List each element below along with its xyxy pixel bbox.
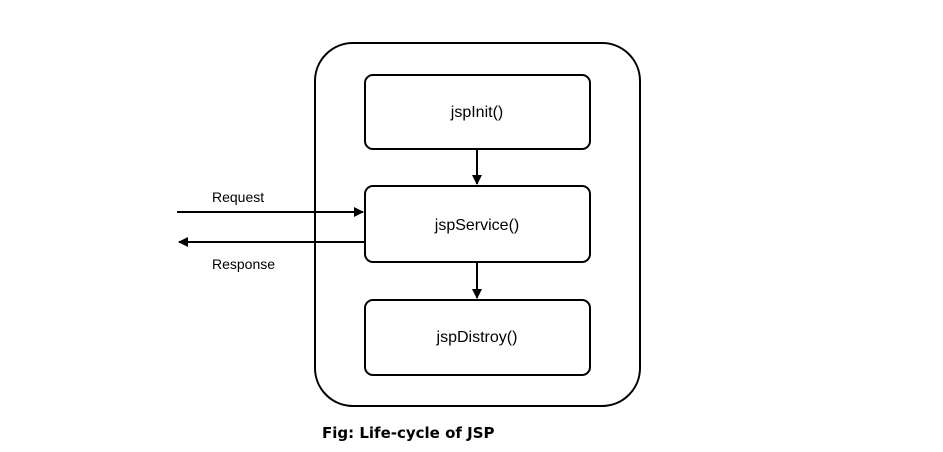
jsp-init-label: jspInit() (450, 104, 503, 121)
jsp-destroy-box (364, 299, 591, 376)
jsp-service-node: jspService() (364, 185, 591, 263)
figure-caption: Fig: Life-cycle of JSP (322, 424, 495, 442)
jsp-init-node: jspInit() (364, 74, 591, 150)
jsp-destroy-label: jspDistroy() (436, 329, 518, 346)
jsp-service-label: jspService() (434, 217, 519, 234)
response-label: Response (212, 256, 275, 272)
request-label: Request (212, 189, 264, 205)
jsp-destroy-node: jspDistroy() (364, 299, 591, 376)
